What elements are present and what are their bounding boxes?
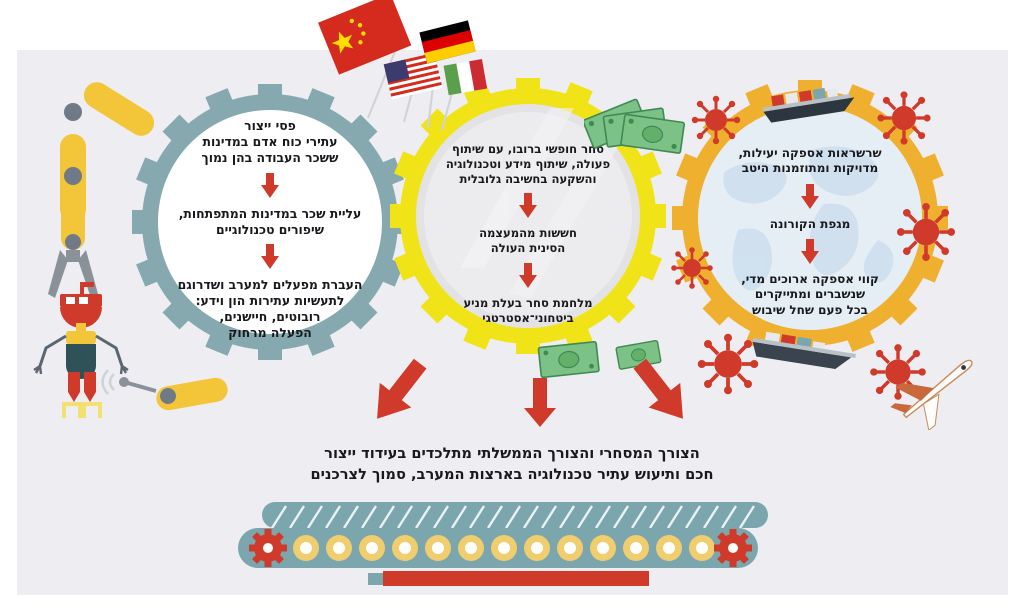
flag-germany (419, 20, 476, 64)
gear-right-content: שרשראות אספקה יעילות, מדויקות ומתוזמנות … (690, 146, 930, 318)
gear-center-content: סחר חופשי ברובו, עם שיתוף פעולה, שיתוף מ… (408, 142, 648, 326)
gear-right-ring (672, 80, 948, 356)
humanoid-robot-icon (33, 282, 129, 418)
text-line: והשקעה בחשיבה גלובלית (459, 171, 597, 186)
down-arrow-icon (261, 172, 279, 198)
flag-italy (443, 58, 488, 96)
container-ship-top-icon (762, 87, 855, 123)
robot-arm-bottom-icon (101, 369, 228, 411)
text-line: חששות מהמעצמה (479, 226, 577, 241)
down-arrow-icon (519, 193, 537, 219)
text-line: פעולה, שיתוף מידע וטכנולוגיה (445, 156, 611, 171)
gear-left-step-2: עליית שכר במדינות המתפתחות, שיפורים טכנו… (150, 206, 390, 238)
text-line: קווי אספקה ארוכים מדי, (741, 272, 879, 287)
conveyor-rollers (293, 535, 715, 561)
text-line: ביטחוני־אסטרטגי (482, 310, 574, 325)
gear-left-content: פסי ייצור עתירי כוח אדם במדינות ששכר העב… (150, 118, 390, 341)
dollar-bills-bottom-icon (537, 340, 662, 379)
down-arrow-icon (801, 183, 819, 209)
gear-left-ring (132, 84, 408, 360)
gear-right-step-3: קווי אספקה ארוכים מדי, שנשברים ומתייקרים… (690, 272, 930, 318)
connector-arrow-right (633, 358, 683, 419)
text-line: סחר חופשי ברובו, עם שיתוף (452, 142, 604, 156)
caption-line-1: הצורך המסחרי והצורך הממשלתי מתלכדים בעיד… (324, 445, 700, 462)
flag-china (318, 0, 412, 75)
gear-right-step-1: שרשראות אספקה יעילות, מדויקות ומתוזמנות … (690, 146, 930, 177)
conveyor-gear-right (714, 529, 752, 567)
dollar-bills-top-icon (584, 98, 686, 154)
robot-arm-top-icon (48, 82, 155, 298)
text-line: הפעלה מרחוק (228, 325, 312, 340)
robot-arm-and-robot-illustration (33, 82, 228, 418)
text-line: מגפת הקורונה (769, 216, 851, 231)
connector-arrow-center (524, 378, 556, 427)
text-line: לתעשיות עתירות הון וידע: (195, 293, 345, 309)
flags-group (318, 0, 488, 131)
down-arrow-icon (519, 263, 537, 289)
conveyor-bar (383, 571, 649, 586)
caption-line-2: חכם ותיעוש עתיר טכנולוגיה בארצות המערב, … (310, 466, 714, 484)
globe-continents (723, 146, 894, 291)
bottom-conclusion-text: הצורך המסחרי והצורך הממשלתי מתלכדים בעיד… (232, 443, 792, 485)
conveyor-belt-illustration (238, 502, 768, 586)
text-line: מלחמת סחר בעלת מניע (463, 296, 593, 311)
text-line: עליית שכר במדינות המתפתחות, (178, 205, 362, 221)
flag-usa (383, 52, 443, 100)
connector-arrow-left (377, 358, 427, 419)
right-gear-decorations (671, 87, 956, 400)
text-line: רובוטים, חיישנים, (219, 309, 321, 325)
text-line: שרשראות אספקה יעילות, (738, 146, 882, 160)
gear-left-step-1: פסי ייצור עתירי כוח אדם במדינות ששכר העב… (150, 118, 390, 166)
text-line: ששכר העבודה בהן נמוך (201, 149, 339, 165)
container-ship-bottom-icon (752, 331, 856, 370)
gear-center-step-2: חששות מהמעצמה הסינית העולה (408, 226, 648, 256)
text-line: פסי ייצור (244, 118, 296, 133)
text-line: בכל פעם שחל שיבוש (752, 302, 868, 317)
down-arrow-icon (261, 244, 279, 270)
gear-center-step-1: סחר חופשי ברובו, עם שיתוף פעולה, שיתוף מ… (408, 142, 648, 186)
coronavirus-icon (671, 91, 956, 400)
gear-left-step-3: העברת מפעלים למערב ושדרוגם לתעשיות עתירו… (150, 277, 390, 341)
text-line: העברת מפעלים למערב ושדרוגם (177, 277, 363, 293)
text-line: עתירי כוח אדם במדינות (202, 133, 338, 149)
text-line: שנשברים ומתייקרים (754, 287, 866, 302)
text-line: שיפורים טכנולוגיים (215, 221, 324, 237)
text-line: מדויקות ומתוזמנות היטב (741, 161, 879, 176)
gear-right-step-2: מגפת הקורונה (690, 217, 930, 232)
airplane-icon (890, 359, 973, 430)
conveyor-gear-left (249, 529, 287, 567)
text-line: הסינית העולה (490, 241, 566, 256)
gear-center-step-3: מלחמת סחר בעלת מניע ביטחוני־אסטרטגי (408, 296, 648, 326)
down-arrow-icon (801, 239, 819, 265)
